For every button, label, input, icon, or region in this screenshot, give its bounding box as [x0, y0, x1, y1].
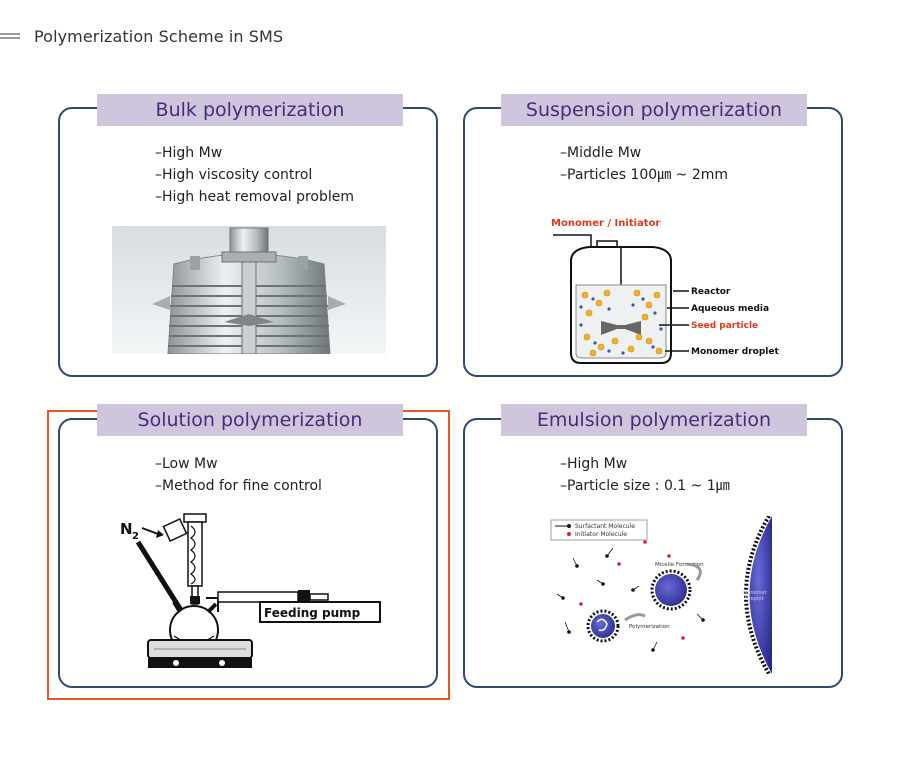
- emulsion-diagram: Surfactant Molecule Initiator Molecule M…: [550, 516, 772, 674]
- label-feeding-pump: Feeding pump: [264, 606, 361, 620]
- bullet-item: Low Mw: [155, 453, 322, 475]
- solution-title: Solution polymerization: [97, 404, 403, 436]
- label-polymerization: Polymerization: [629, 624, 670, 630]
- suspension-bullets: Middle Mw Particles 100㎛ ~ 2mm: [560, 142, 728, 186]
- label-monomer-droplet: Monomer droplet: [691, 347, 779, 357]
- suspension-card: Middle Mw Particles 100㎛ ~ 2mm Monomer /…: [463, 107, 843, 377]
- label-monomer: Monomer: [743, 590, 768, 596]
- bulk-title: Bulk polymerization: [97, 94, 403, 126]
- label-reactor: Reactor: [691, 287, 731, 297]
- label-monomer-initiator: Monomer / Initiator: [551, 218, 660, 229]
- solution-card: Low Mw Method for fine control N 2 Feedi…: [58, 418, 438, 688]
- bullet-item: High Mw: [155, 142, 354, 164]
- menu-bars-icon: [0, 31, 20, 41]
- emulsion-title: Emulsion polymerization: [501, 404, 807, 436]
- bulk-card: High Mw High viscosity control High heat…: [58, 107, 438, 377]
- emulsion-card: High Mw Particle size : 0.1 ~ 1㎛ Surfact…: [463, 418, 843, 688]
- bullet-item: Particle size : 0.1 ~ 1㎛: [560, 475, 730, 497]
- label-n2-subscript: 2: [132, 531, 139, 542]
- bulk-bullets: High Mw High viscosity control High heat…: [155, 142, 354, 208]
- bullet-item: Particles 100㎛ ~ 2mm: [560, 164, 728, 186]
- solution-bullets: Low Mw Method for fine control: [155, 453, 322, 497]
- label-initiator: Initiator Molecule: [575, 531, 627, 538]
- suspension-title: Suspension polymerization: [501, 94, 807, 126]
- bullet-item: High Mw: [560, 453, 730, 475]
- label-seed-particle: Seed particle: [691, 321, 758, 331]
- suspension-reactor-diagram: Monomer / Initiator Reactor Aqueous medi…: [551, 218, 779, 364]
- label-micelle-formation: Micelle Formation: [655, 562, 704, 568]
- bulk-reactor-image: [112, 226, 386, 354]
- bullet-item: High viscosity control: [155, 164, 354, 186]
- bullet-item: High heat removal problem: [155, 186, 354, 208]
- page-title: Polymerization Scheme in SMS: [34, 26, 284, 46]
- label-aqueous-media: Aqueous media: [691, 304, 769, 314]
- page-header: Polymerization Scheme in SMS: [0, 24, 283, 48]
- bullet-item: Middle Mw: [560, 142, 728, 164]
- emulsion-bullets: High Mw Particle size : 0.1 ~ 1㎛: [560, 453, 730, 497]
- label-surfactant: Surfactant Molecule: [575, 523, 635, 530]
- label-n2: N: [120, 520, 133, 538]
- label-droplet: Droplet: [745, 596, 763, 602]
- solution-apparatus-diagram: N 2 Feeding pump: [120, 513, 381, 668]
- bullet-item: Method for fine control: [155, 475, 322, 497]
